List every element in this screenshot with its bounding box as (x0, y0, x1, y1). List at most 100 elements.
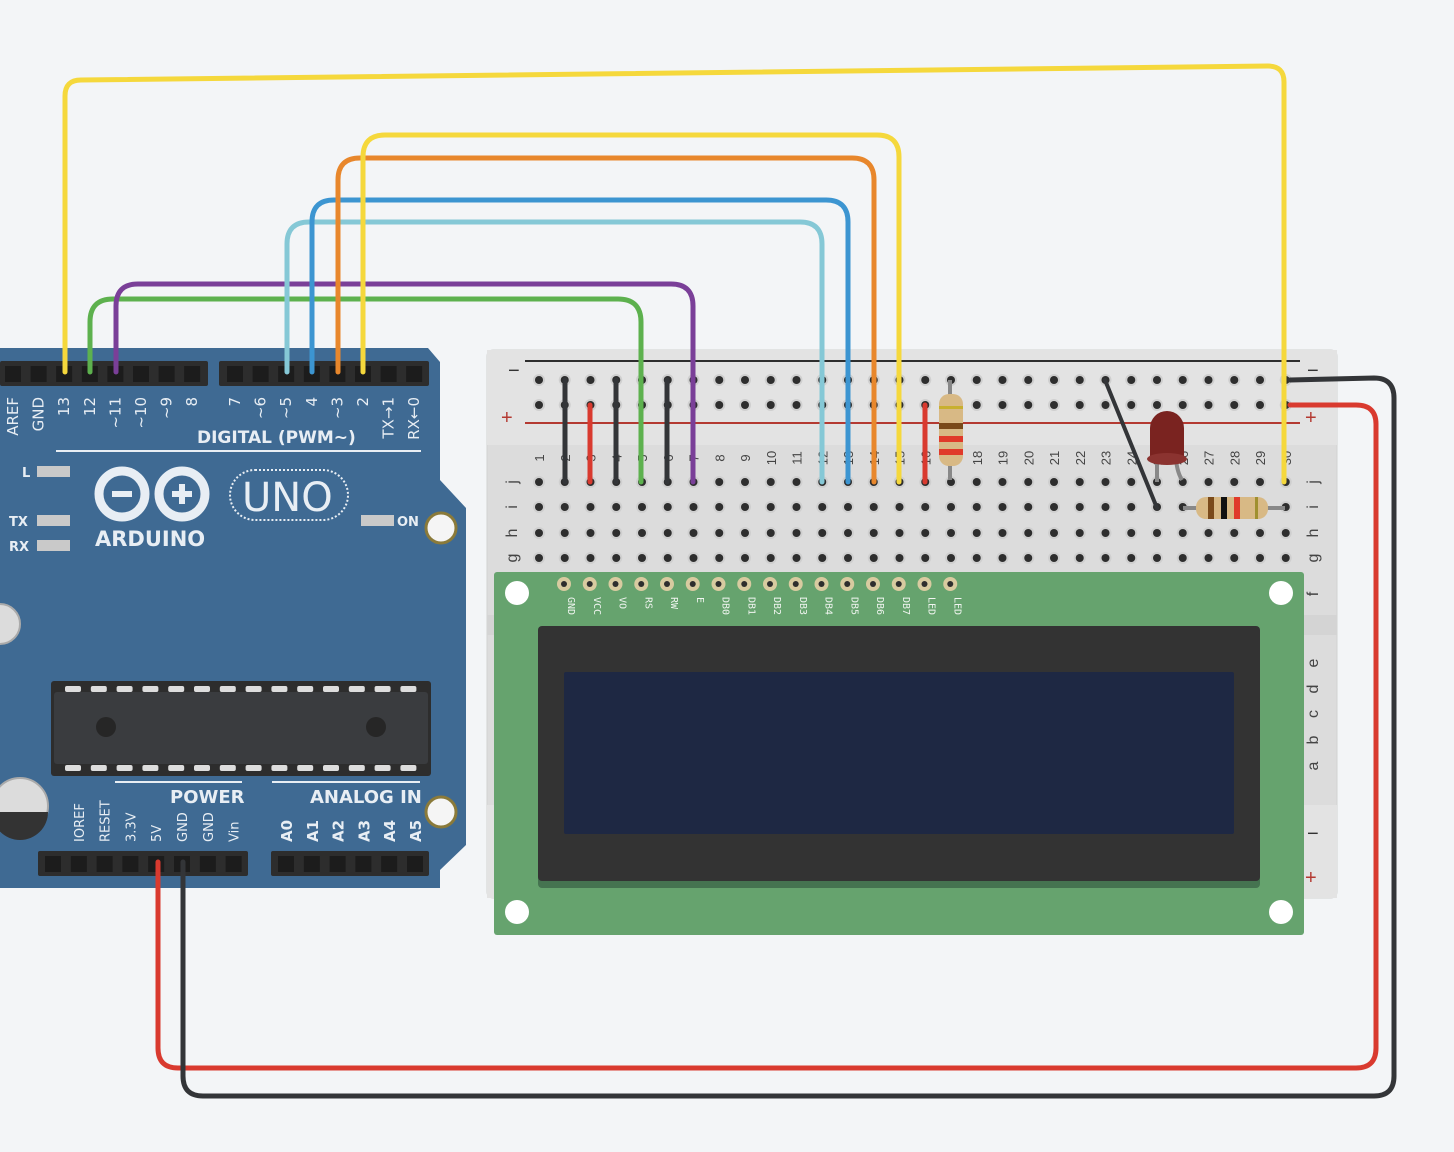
header-pin[interactable] (96, 856, 113, 872)
bb-hole[interactable] (998, 401, 1007, 409)
bb-hole[interactable] (895, 529, 904, 537)
bb-hole[interactable] (715, 401, 724, 409)
bb-hole[interactable] (1024, 401, 1033, 409)
bb-hole[interactable] (1230, 529, 1239, 537)
bb-hole[interactable] (1101, 478, 1110, 486)
wire-pin13-to-rail[interactable] (62, 63, 1287, 485)
bb-hole[interactable] (998, 503, 1007, 511)
resistor-contrast[interactable] (939, 380, 963, 480)
bb-hole[interactable] (869, 503, 878, 511)
bb-hole[interactable] (921, 376, 930, 384)
bb-hole[interactable] (972, 554, 981, 562)
header-pin[interactable] (355, 856, 372, 872)
bb-hole[interactable] (792, 401, 801, 409)
bb-hole[interactable] (741, 554, 749, 562)
bb-hole[interactable] (535, 478, 543, 486)
bb-hole[interactable] (535, 401, 543, 409)
bb-hole[interactable] (1075, 529, 1084, 537)
wire-pin5-to-db4[interactable] (284, 219, 825, 485)
bb-hole[interactable] (869, 554, 878, 562)
bb-hole[interactable] (972, 478, 981, 486)
bb-hole[interactable] (586, 503, 595, 511)
bb-hole[interactable] (921, 554, 930, 562)
bb-hole[interactable] (1127, 554, 1136, 562)
wire-5v-to-plus-rail[interactable] (155, 402, 1379, 1071)
header-pin[interactable] (184, 366, 201, 382)
header-pin[interactable] (225, 856, 242, 872)
bb-hole[interactable] (818, 503, 827, 511)
bb-hole[interactable] (1204, 376, 1213, 384)
bb-hole[interactable] (663, 554, 672, 562)
bb-hole[interactable] (792, 529, 801, 537)
bb-hole[interactable] (1127, 401, 1136, 409)
bb-hole[interactable] (1178, 401, 1187, 409)
wire-pin4-to-db5[interactable] (309, 197, 851, 485)
bb-hole[interactable] (1075, 376, 1084, 384)
header-pin[interactable] (252, 366, 269, 382)
wire-pin11-to-e[interactable] (113, 281, 696, 485)
wire-pin3-to-db6[interactable] (335, 155, 877, 485)
bb-hole[interactable] (766, 376, 775, 384)
header-pin[interactable] (45, 856, 61, 872)
bb-hole[interactable] (1204, 554, 1213, 562)
wire-gnd-to-minus-rail[interactable] (180, 375, 1397, 1099)
bb-hole[interactable] (1178, 376, 1187, 384)
bb-hole[interactable] (1101, 401, 1110, 409)
bb-hole[interactable] (766, 503, 775, 511)
bb-hole[interactable] (1050, 401, 1058, 409)
header-pin[interactable] (158, 366, 175, 382)
bb-hole[interactable] (844, 503, 852, 511)
bb-hole[interactable] (586, 554, 595, 562)
header-pin[interactable] (303, 856, 320, 872)
bb-hole[interactable] (715, 478, 724, 486)
bb-hole[interactable] (560, 529, 569, 537)
header-pin[interactable] (133, 366, 149, 382)
bb-hole[interactable] (1230, 401, 1239, 409)
bb-hole[interactable] (741, 401, 749, 409)
bb-hole[interactable] (766, 529, 775, 537)
bb-hole[interactable] (895, 503, 904, 511)
bb-hole[interactable] (1101, 529, 1110, 537)
bb-hole[interactable] (1050, 478, 1058, 486)
bb-hole[interactable] (818, 554, 827, 562)
bb-hole[interactable] (715, 529, 724, 537)
bb-hole[interactable] (1153, 376, 1161, 384)
header-pin[interactable] (329, 856, 346, 872)
bb-hole[interactable] (1050, 376, 1058, 384)
bb-hole[interactable] (689, 529, 698, 537)
bb-hole[interactable] (741, 503, 749, 511)
bb-hole[interactable] (638, 503, 646, 511)
bb-hole[interactable] (844, 554, 852, 562)
led-red[interactable] (1147, 411, 1187, 482)
bb-hole[interactable] (689, 503, 698, 511)
header-pin[interactable] (407, 856, 423, 872)
bb-hole[interactable] (638, 529, 646, 537)
bb-hole[interactable] (1281, 554, 1290, 562)
bb-hole[interactable] (1127, 529, 1136, 537)
bb-hole[interactable] (921, 529, 930, 537)
bb-hole[interactable] (535, 376, 543, 384)
bb-hole[interactable] (1024, 554, 1033, 562)
bb-hole[interactable] (535, 503, 543, 511)
bb-hole[interactable] (818, 529, 827, 537)
bb-hole[interactable] (560, 503, 569, 511)
bb-hole[interactable] (1101, 503, 1110, 511)
bb-hole[interactable] (1024, 376, 1033, 384)
bb-hole[interactable] (535, 529, 543, 537)
reset-button[interactable] (0, 603, 21, 645)
bb-hole[interactable] (1127, 503, 1136, 511)
header-pin[interactable] (227, 366, 243, 382)
bb-hole[interactable] (998, 554, 1007, 562)
bb-hole[interactable] (1230, 554, 1239, 562)
bb-hole[interactable] (741, 376, 749, 384)
header-pin[interactable] (122, 856, 139, 872)
bb-hole[interactable] (1127, 478, 1136, 486)
bb-hole[interactable] (1204, 401, 1213, 409)
bb-hole[interactable] (689, 554, 698, 562)
bb-hole[interactable] (792, 503, 801, 511)
bb-hole[interactable] (947, 554, 955, 562)
bb-hole[interactable] (715, 554, 724, 562)
bb-hole[interactable] (1075, 554, 1084, 562)
bb-hole[interactable] (1204, 529, 1213, 537)
bb-hole[interactable] (1153, 554, 1161, 562)
